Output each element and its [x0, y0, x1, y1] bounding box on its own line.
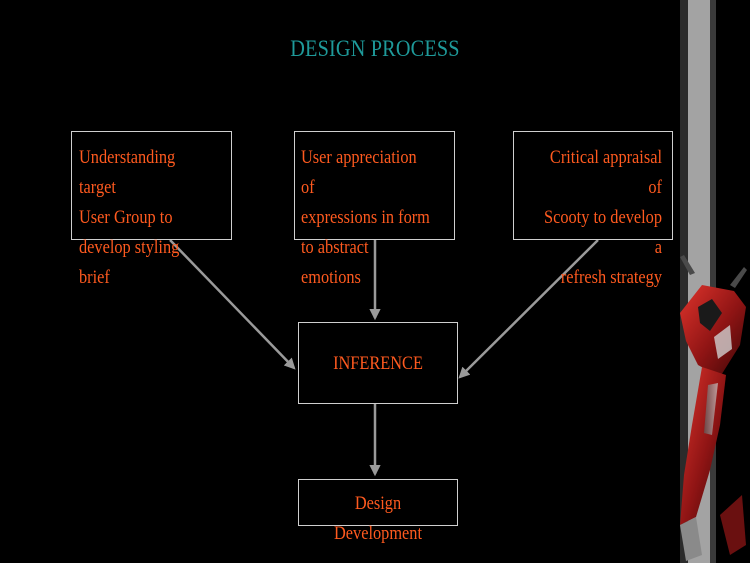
box-inference-text: INFERENCE	[333, 353, 423, 374]
box-inference: INFERENCE	[298, 322, 458, 404]
arrow-appraisal-to-inference	[458, 239, 599, 379]
arrow-target-to-inference	[169, 239, 296, 370]
box-target-group: Understanding target User Group to devel…	[71, 131, 232, 288]
red-scooter-illustration	[680, 255, 747, 561]
slide-title: DESIGN PROCESS	[290, 36, 460, 61]
box-user-appreciation: User appreciation of expressions in form…	[294, 131, 455, 288]
box-target-group-text: Understanding target User Group to devel…	[79, 147, 180, 288]
side-stripe-edge	[710, 0, 716, 563]
side-stripe-dark	[680, 0, 688, 563]
box-critical-appraisal: Critical appraisal of Scooty to develop …	[513, 131, 673, 288]
box-design-development-text: Design Development	[333, 493, 423, 544]
box-design-development: Design Development	[298, 479, 458, 544]
box-critical-appraisal-text: Critical appraisal of Scooty to develop …	[544, 147, 662, 288]
box-user-appreciation-text: User appreciation of expressions in form…	[301, 147, 430, 288]
